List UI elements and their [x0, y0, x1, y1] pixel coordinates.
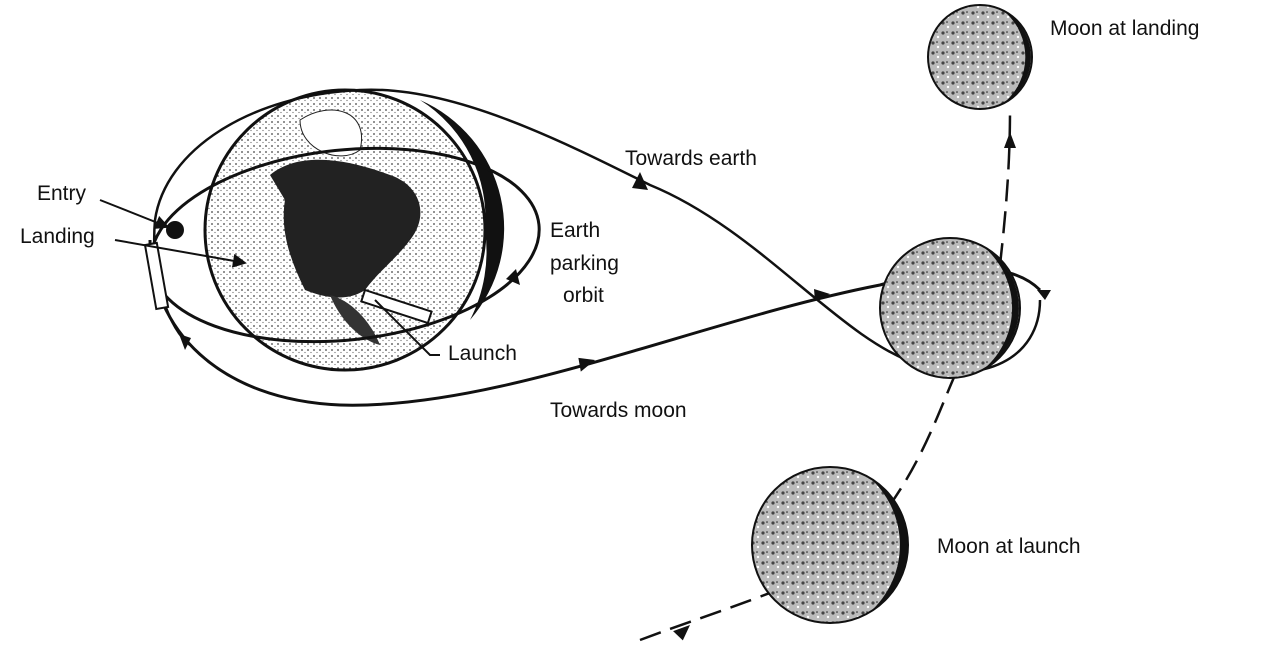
label-moon-at-launch: Moon at launch	[937, 535, 1081, 558]
landing-pointer	[114, 239, 247, 268]
label-moon-at-landing: Moon at landing	[1050, 17, 1199, 40]
label-earth-parking-orbit-line2: parking	[550, 252, 619, 275]
arrow-moon-path-2-icon	[1004, 132, 1016, 148]
label-landing: Landing	[20, 225, 95, 248]
label-earth-parking-orbit-line3: orbit	[563, 284, 604, 307]
label-towards-earth: Towards earth	[625, 147, 757, 170]
moon-at-landing	[927, 4, 1033, 110]
moon-mid	[879, 237, 1021, 379]
label-towards-moon: Towards moon	[550, 399, 687, 422]
spacecraft	[360, 288, 433, 325]
arrow-towards-moon-2-icon	[814, 289, 830, 301]
earth	[203, 88, 505, 372]
label-launch: Launch	[448, 342, 517, 365]
arrow-departure-icon	[179, 334, 191, 350]
launch-pointer	[374, 299, 440, 356]
arrow-lunar-orbit-icon	[1037, 290, 1051, 300]
entry-point	[166, 221, 184, 239]
arrow-towards-earth-icon	[632, 172, 648, 190]
arrow-parking-orbit-icon	[506, 269, 520, 285]
command-module	[143, 241, 170, 311]
label-entry: Entry	[37, 182, 87, 205]
arrow-moon-path-icon	[673, 625, 690, 641]
entry-pointer	[99, 199, 170, 229]
label-earth-parking-orbit-line1: Earth	[550, 219, 600, 242]
moon-at-launch	[751, 466, 909, 624]
moon-orbit-path	[639, 109, 1012, 642]
arrow-towards-moon-icon	[578, 357, 595, 372]
